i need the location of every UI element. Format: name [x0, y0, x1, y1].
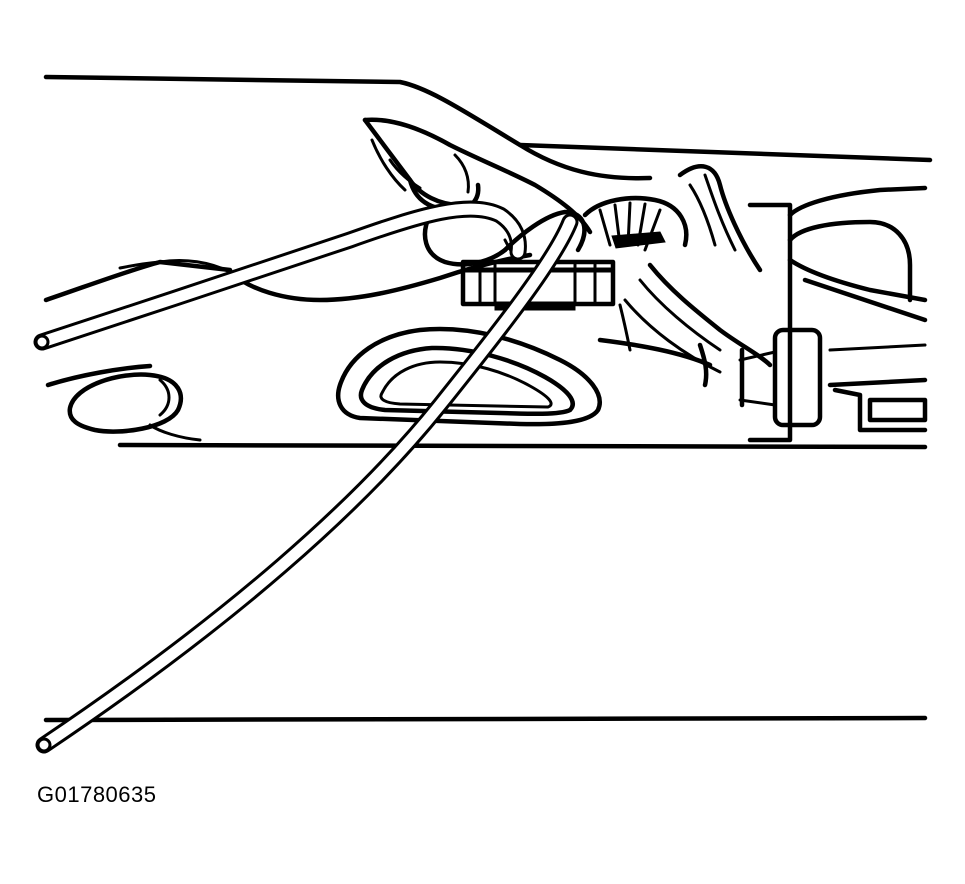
vent-hose-upper — [33, 200, 527, 351]
vent-hose-lower — [35, 213, 579, 754]
hand — [118, 117, 593, 303]
fingertip — [502, 209, 587, 253]
recessed-pocket — [335, 326, 602, 427]
figure-code-label: G01780635 — [37, 782, 157, 807]
grommet — [582, 195, 689, 252]
hose-end-opening — [36, 737, 52, 753]
access-hole — [67, 372, 183, 434]
lower-surface-edge — [43, 715, 928, 723]
module-housing — [697, 185, 928, 443]
hose-end-opening — [34, 334, 50, 350]
